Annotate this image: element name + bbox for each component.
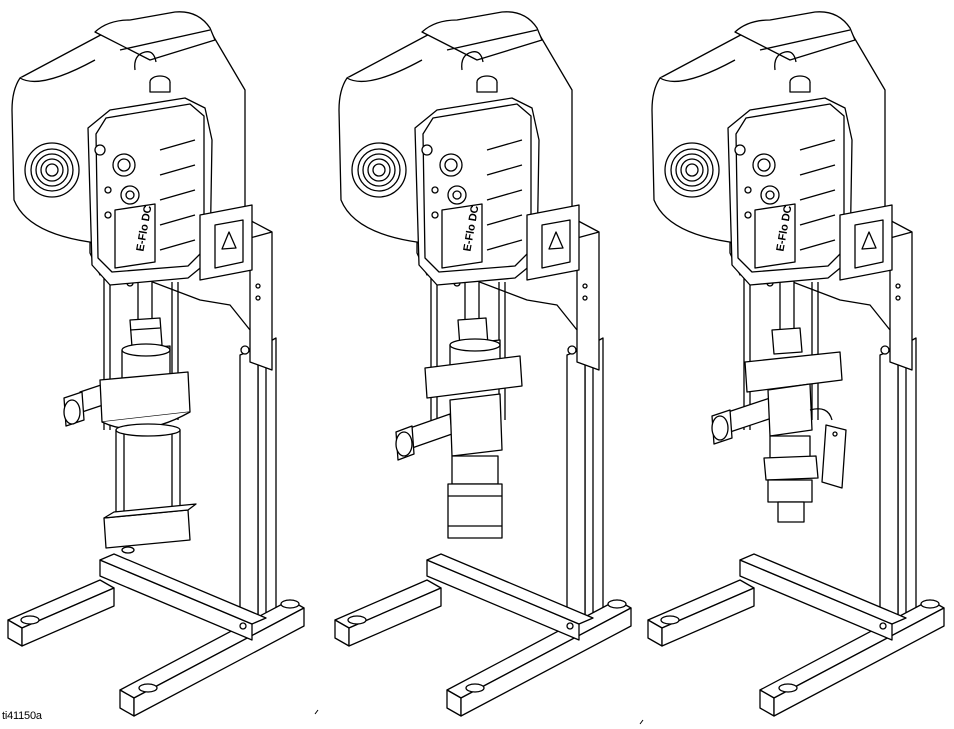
pump-unit-2: E-Flo DC [334,11,632,717]
figure-reference-id: ti41150a [2,710,42,722]
tick-mark [315,710,318,714]
pump-unit-3: E-Flo DC [647,11,945,717]
tick-mark [640,720,643,724]
pump-unit-1: E-Flo DC [7,11,305,717]
